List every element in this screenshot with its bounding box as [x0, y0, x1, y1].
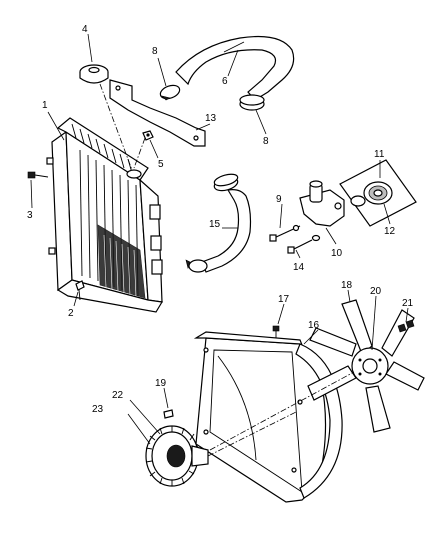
bolt-9 — [269, 224, 301, 242]
thermostat-housing — [299, 180, 345, 227]
callout-2: 2 — [68, 308, 74, 319]
fan-shroud — [193, 331, 343, 503]
bolts-14 — [287, 234, 321, 254]
nut-alignment-line — [133, 137, 146, 169]
callout-labels: 1 2 3 4 5 6 8 8 9 10 11 12 13 14 15 16 1… — [27, 24, 414, 415]
bolts-21 — [397, 319, 415, 333]
fan-alignment-line — [209, 371, 355, 451]
hose-clamp-lower-bottom — [185, 259, 208, 273]
callout-1: 1 — [42, 100, 48, 111]
screw-17 — [272, 325, 280, 338]
callout-23: 23 — [92, 404, 104, 415]
callout-9: 9 — [276, 194, 282, 205]
callout-21: 21 — [402, 298, 414, 309]
callout-10: 10 — [331, 248, 343, 259]
callout-12: 12 — [384, 226, 396, 237]
callout-8b: 8 — [263, 136, 269, 147]
hose-clamp-8a — [159, 84, 181, 101]
fan-blades — [307, 299, 425, 433]
callout-4: 4 — [82, 24, 88, 35]
clutch-alignment-line — [207, 411, 297, 457]
upper-bracket — [109, 79, 206, 147]
hose-clamp-lower-top — [213, 173, 239, 192]
callout-11: 11 — [374, 149, 385, 160]
upper-hose — [175, 35, 295, 101]
radiator-cap — [79, 64, 109, 84]
cap-alignment-line — [99, 83, 133, 171]
hose-clamp-8b — [239, 94, 265, 111]
thermostat-box — [339, 159, 417, 227]
callout-14: 14 — [293, 262, 305, 273]
callout-20: 20 — [370, 286, 382, 297]
drain-cock — [75, 280, 85, 301]
callout-13: 13 — [205, 113, 217, 124]
callout-3: 3 — [27, 210, 33, 221]
callout-6: 6 — [222, 76, 228, 87]
callout-19: 19 — [155, 378, 167, 389]
lower-hose — [201, 189, 252, 273]
fan-clutch — [145, 425, 209, 487]
callout-5: 5 — [158, 159, 164, 170]
radiator — [46, 117, 163, 313]
callout-17: 17 — [278, 294, 290, 305]
callout-15: 15 — [209, 219, 221, 230]
nut-5 — [142, 130, 154, 141]
callout-8a: 8 — [152, 46, 158, 57]
leader-lines — [30, 33, 409, 445]
callout-16: 16 — [308, 320, 320, 331]
screw-19 — [163, 409, 174, 419]
callout-18: 18 — [341, 280, 353, 291]
bolt-3 — [27, 171, 49, 179]
callout-22: 22 — [112, 390, 124, 401]
